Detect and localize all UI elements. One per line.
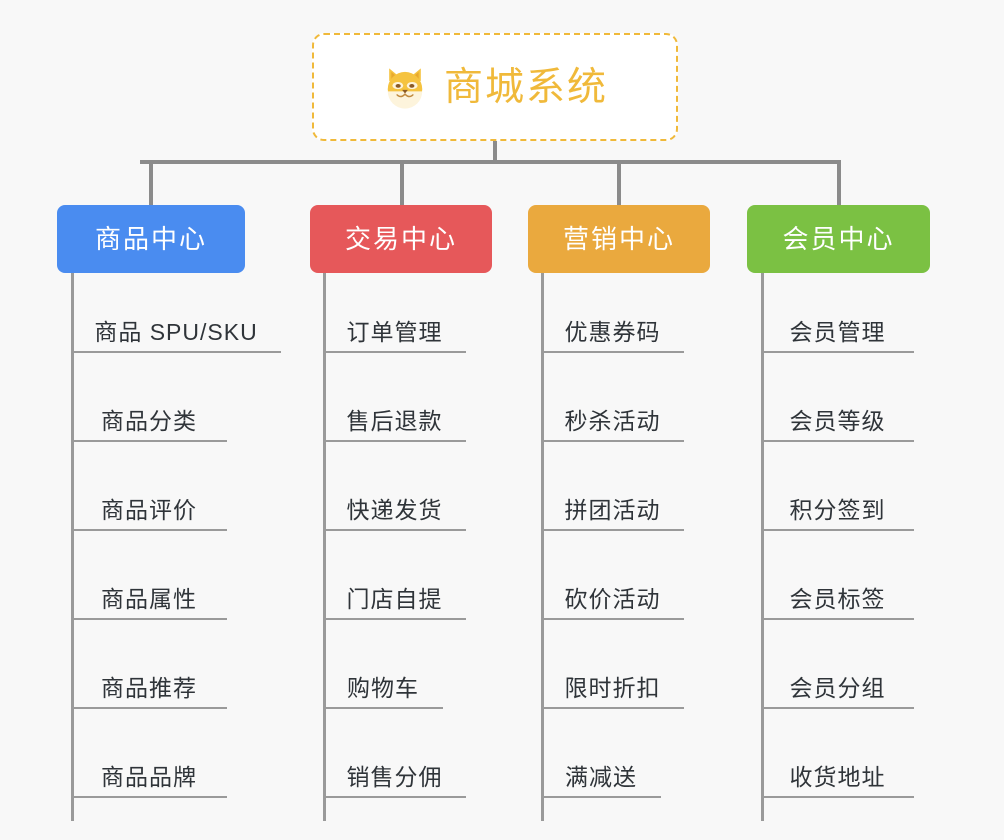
category-label-product-center: 商品中心: [94, 224, 207, 254]
leaf-label: 商品品牌: [101, 764, 197, 791]
leaf-label: 购物车: [347, 675, 419, 702]
leaf-item-member-management[interactable]: 会员管理: [761, 273, 914, 353]
leaf-label: 订单管理: [346, 319, 443, 346]
leaf-item-product-spu-sku[interactable]: 商品 SPU/SKU: [71, 273, 281, 353]
category-box-trade-center[interactable]: 交易中心: [310, 205, 492, 273]
connector-drop-marketing-center: [617, 160, 621, 205]
spine-trade-center: [323, 273, 326, 821]
leaf-label: 限时折扣: [564, 675, 661, 702]
leaf-item-member-group[interactable]: 会员分组: [761, 629, 914, 709]
category-box-marketing-center[interactable]: 营销中心: [528, 205, 710, 273]
leaf-item-sales-commission[interactable]: 销售分佣: [323, 718, 466, 798]
leaf-label: 门店自提: [346, 586, 443, 613]
leaf-item-after-sale-refund[interactable]: 售后退款: [323, 362, 466, 442]
leaf-item-member-tag[interactable]: 会员标签: [761, 540, 914, 620]
leaf-item-member-level[interactable]: 会员等级: [761, 362, 914, 442]
leaf-label: 快递发货: [346, 497, 443, 524]
leaf-item-limited-time-discount[interactable]: 限时折扣: [541, 629, 684, 709]
category-label-trade-center: 交易中心: [344, 224, 457, 254]
leaf-item-product-recommend[interactable]: 商品推荐: [71, 629, 227, 709]
leaf-item-flash-sale[interactable]: 秒杀活动: [541, 362, 684, 442]
spine-product-center: [71, 273, 74, 821]
leaf-item-shipping-address[interactable]: 收货地址: [761, 718, 914, 798]
leaf-item-coupon-code[interactable]: 优惠券码: [541, 273, 684, 353]
connector-drop-member-center: [837, 160, 841, 205]
spine-marketing-center: [541, 273, 544, 821]
root-node-title: 商城系统: [443, 65, 608, 109]
leaf-item-full-reduction-gift[interactable]: 满减送: [541, 718, 661, 798]
leaf-label: 商品 SPU/SKU: [94, 319, 258, 346]
leaf-item-product-brand[interactable]: 商品品牌: [71, 718, 227, 798]
leaf-label: 商品评价: [101, 497, 197, 524]
leaf-label: 会员等级: [789, 408, 886, 435]
leaf-label: 优惠券码: [564, 319, 661, 346]
leaf-item-group-buy[interactable]: 拼团活动: [541, 451, 684, 531]
leaf-label: 销售分佣: [346, 764, 443, 791]
root-node-mall-system[interactable]: 商城系统: [312, 33, 678, 141]
leaf-label: 会员分组: [789, 675, 886, 702]
connector-drop-product-center: [149, 160, 153, 205]
leaf-label: 砍价活动: [564, 586, 661, 613]
leaf-label: 秒杀活动: [564, 408, 661, 435]
category-label-marketing-center: 营销中心: [562, 224, 675, 254]
category-box-member-center[interactable]: 会员中心: [747, 205, 930, 273]
leaf-label: 会员管理: [789, 319, 886, 346]
leaf-label: 商品分类: [101, 408, 197, 435]
leaf-item-bargain-activity[interactable]: 砍价活动: [541, 540, 684, 620]
leaf-item-product-attribute[interactable]: 商品属性: [71, 540, 227, 620]
leaf-label: 积分签到: [789, 497, 886, 524]
leaf-label: 会员标签: [789, 586, 886, 613]
spine-member-center: [761, 273, 764, 821]
leaf-item-product-category[interactable]: 商品分类: [71, 362, 227, 442]
shiba-dog-face-icon: [387, 68, 423, 109]
leaf-label: 商品推荐: [101, 675, 197, 702]
connector-horizontal-bus: [140, 160, 840, 164]
leaf-label: 商品属性: [101, 586, 197, 613]
leaf-item-express-shipping[interactable]: 快递发货: [323, 451, 466, 531]
connector-drop-trade-center: [400, 160, 404, 205]
leaf-item-shopping-cart[interactable]: 购物车: [323, 629, 443, 709]
leaf-item-points-checkin[interactable]: 积分签到: [761, 451, 914, 531]
leaf-label: 满减送: [565, 764, 637, 791]
leaf-item-product-review[interactable]: 商品评价: [71, 451, 227, 531]
category-box-product-center[interactable]: 商品中心: [57, 205, 245, 273]
leaf-label: 售后退款: [346, 408, 443, 435]
leaf-label: 收货地址: [789, 764, 886, 791]
leaf-item-store-pickup[interactable]: 门店自提: [323, 540, 466, 620]
leaf-label: 拼团活动: [564, 497, 661, 524]
connector-root-stem: [493, 141, 497, 162]
category-label-member-center: 会员中心: [782, 224, 895, 254]
leaf-item-order-management[interactable]: 订单管理: [323, 273, 466, 353]
